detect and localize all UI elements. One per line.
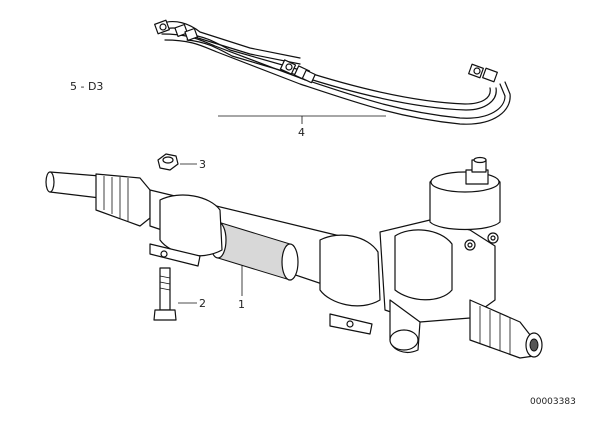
- part-3-label: 3: [199, 158, 206, 171]
- group-label: 5 - D3: [70, 80, 103, 93]
- bolt[interactable]: [153, 267, 177, 321]
- hex-nut[interactable]: [157, 153, 179, 171]
- hydraulic-lines[interactable]: [154, 19, 511, 125]
- part-2-label: 2: [199, 297, 206, 310]
- part-1-label: 1: [238, 298, 245, 311]
- part-4-label: 4: [298, 126, 305, 139]
- steering-rack-housing[interactable]: [45, 156, 543, 359]
- drawing-id: 00003383: [530, 397, 576, 407]
